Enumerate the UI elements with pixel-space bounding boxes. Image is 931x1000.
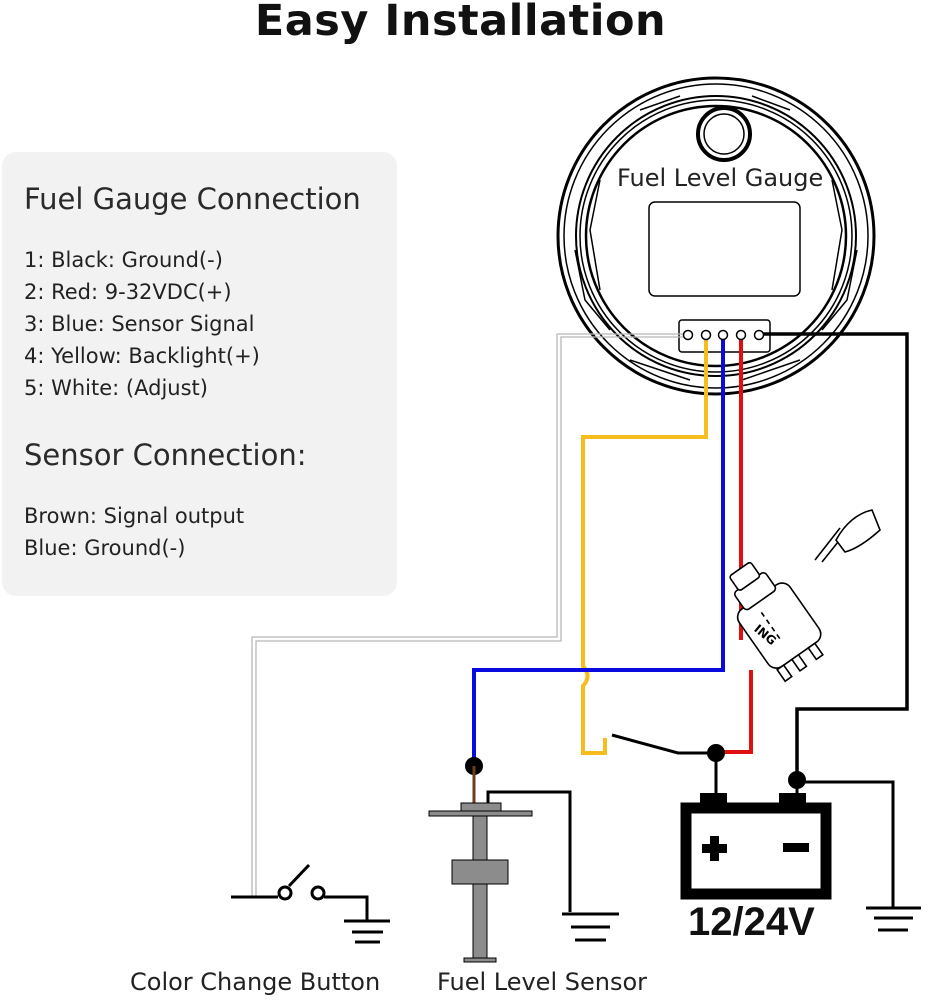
pin-white (682, 329, 694, 341)
ground-icon (562, 912, 619, 942)
pin-blue (717, 329, 729, 341)
ground-icon (344, 919, 390, 944)
gauge-wire-2: 2: Red: 9-32VDC(+) (24, 280, 232, 304)
connection-info-panel: Fuel Gauge Connection 1: Black: Ground(-… (2, 152, 397, 596)
gauge-wire-5: 5: White: (Adjust) (24, 376, 208, 400)
gauge-wire-4: 4: Yellow: Backlight(+) (24, 344, 260, 368)
fuel-level-sensor-icon (428, 757, 572, 963)
blue-wire (472, 340, 725, 766)
ignition-switch-icon: ING (729, 509, 881, 683)
pin-black (753, 329, 765, 341)
sensor-wire-1: Brown: Signal output (24, 504, 245, 528)
battery-voltage-label: 12/24V (688, 900, 815, 944)
color-change-switch-icon (231, 863, 369, 921)
ground-icon (866, 906, 921, 932)
gauge-wire-1: 1: Black: Ground(-) (24, 248, 223, 272)
sensor-wire-2: Blue: Ground(-) (24, 536, 186, 560)
red-wire-from-ignition (716, 670, 753, 754)
battery-icon (680, 793, 832, 900)
gauge-connection-heading: Fuel Gauge Connection (24, 182, 361, 216)
black-wire (759, 332, 909, 780)
white-wire (251, 333, 688, 897)
switch-lever (611, 733, 716, 755)
pin-yellow (700, 329, 712, 341)
pin-red (735, 329, 747, 341)
yellow-wire (581, 340, 708, 755)
fuel-level-sensor-label: Fuel Level Sensor (437, 968, 648, 996)
page-title: Easy Installation (254, 0, 667, 46)
connector-pins (682, 329, 765, 341)
fuel-gauge (556, 76, 876, 396)
gauge-wire-3: 3: Blue: Sensor Signal (24, 312, 255, 336)
sensor-connection-heading: Sensor Connection: (24, 438, 307, 472)
color-change-button-label: Color Change Button (130, 968, 381, 996)
gauge-label: Fuel Level Gauge (617, 164, 824, 192)
